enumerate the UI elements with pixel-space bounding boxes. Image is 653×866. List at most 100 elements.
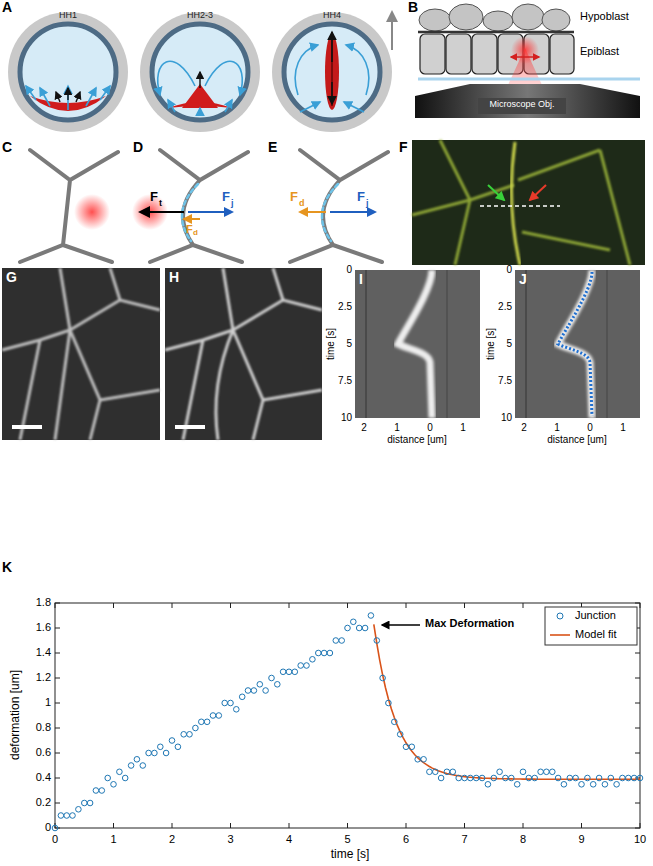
data-point xyxy=(386,700,392,706)
data-point xyxy=(479,775,485,781)
axis-tick xyxy=(289,823,290,828)
axis-tick xyxy=(523,603,524,608)
axis-tick xyxy=(635,603,640,604)
imaging-schematic xyxy=(511,36,539,64)
embryo-stages xyxy=(295,45,318,95)
axis-tick xyxy=(464,603,465,608)
kymograph xyxy=(365,270,367,418)
imaging-schematic xyxy=(478,98,566,114)
data-point xyxy=(374,638,380,644)
axis-tick xyxy=(55,728,60,729)
data-point xyxy=(158,744,164,750)
data-point xyxy=(99,788,105,794)
fluorescence-image xyxy=(530,185,546,200)
plot-frame xyxy=(55,603,640,828)
embryo-stages xyxy=(331,82,333,104)
embryo-stages xyxy=(391,12,393,50)
data-point xyxy=(491,775,497,781)
embryo-stages xyxy=(67,88,68,100)
figure-label: 0.2 xyxy=(36,796,51,808)
data-point xyxy=(555,775,561,781)
figure-label: 10 xyxy=(634,833,646,845)
figure-label: j xyxy=(366,199,369,209)
axis-tick xyxy=(230,823,231,828)
figure-label: 0 xyxy=(52,833,58,845)
embryo-stages xyxy=(8,12,128,132)
figure-label: F xyxy=(150,190,158,204)
embryo-stages xyxy=(168,102,232,108)
embryo-stages xyxy=(140,12,260,132)
cell-image xyxy=(216,268,233,440)
cell-image xyxy=(2,268,160,440)
imaging-schematic xyxy=(419,4,570,31)
kymograph xyxy=(525,270,527,418)
kymograph xyxy=(446,270,448,418)
figure-label: time [s] xyxy=(325,328,336,360)
figure-label: F xyxy=(186,223,193,235)
data-point xyxy=(573,775,579,781)
force-arrows xyxy=(140,212,375,219)
axis-tick xyxy=(581,823,582,828)
data-point xyxy=(58,813,64,819)
plot-frame xyxy=(550,634,570,636)
imaging-schematic xyxy=(483,11,513,31)
figure-label: D xyxy=(133,140,143,155)
force-arrows xyxy=(140,211,184,213)
figure-label: 1.8 xyxy=(36,596,51,608)
figure-label: F xyxy=(399,140,408,155)
figure-label: 3 xyxy=(227,833,233,845)
data-point xyxy=(146,750,152,756)
axis-tick xyxy=(55,678,60,679)
axis-tick xyxy=(635,753,640,754)
embryo-stages xyxy=(225,100,232,112)
cell-image xyxy=(2,268,160,440)
embryo-stages xyxy=(100,86,110,100)
axis-tick xyxy=(640,603,641,608)
axis-tick xyxy=(55,803,60,804)
data-point xyxy=(275,682,281,688)
embryo-stages xyxy=(56,88,80,102)
figure-label: C xyxy=(2,140,12,155)
data-point xyxy=(351,619,357,625)
data-point xyxy=(122,775,128,781)
cell-image xyxy=(2,268,322,440)
data-point xyxy=(193,725,199,731)
data-point xyxy=(321,650,327,656)
legend-text: Junction xyxy=(575,609,616,621)
embryo-stages xyxy=(295,45,369,112)
fluorescence-image xyxy=(412,200,470,215)
data-point xyxy=(111,782,117,788)
data-point xyxy=(292,669,298,675)
kymograph xyxy=(398,270,432,418)
figure-label: B xyxy=(408,0,418,15)
data-point xyxy=(298,663,304,669)
data-point xyxy=(392,719,398,725)
embryo-stages xyxy=(8,12,392,132)
data-point xyxy=(362,625,368,631)
data-point xyxy=(93,788,99,794)
axis-tick xyxy=(113,823,114,828)
axis-tick xyxy=(230,603,231,608)
figure-label: distance [um] xyxy=(547,434,606,445)
figure-label: 0.6 xyxy=(36,746,51,758)
data-point xyxy=(421,757,427,763)
junction-model xyxy=(290,150,388,262)
data-point xyxy=(520,769,526,775)
figure-label: 1 xyxy=(110,833,116,845)
figure-label: 0 xyxy=(45,821,51,833)
axis-tick xyxy=(113,603,114,608)
embryo-stages xyxy=(86,88,96,106)
data-point xyxy=(444,769,450,775)
data-point xyxy=(269,675,275,681)
figure-label: 7.5 xyxy=(498,375,512,386)
figure-label: F xyxy=(290,190,298,204)
data-point xyxy=(128,763,134,769)
axis-tick xyxy=(55,753,60,754)
imaging-schematic xyxy=(511,56,525,58)
data-point xyxy=(433,769,439,775)
figure-label: time [s] xyxy=(485,328,496,360)
axis-tick xyxy=(289,603,290,608)
data-point xyxy=(544,769,550,775)
